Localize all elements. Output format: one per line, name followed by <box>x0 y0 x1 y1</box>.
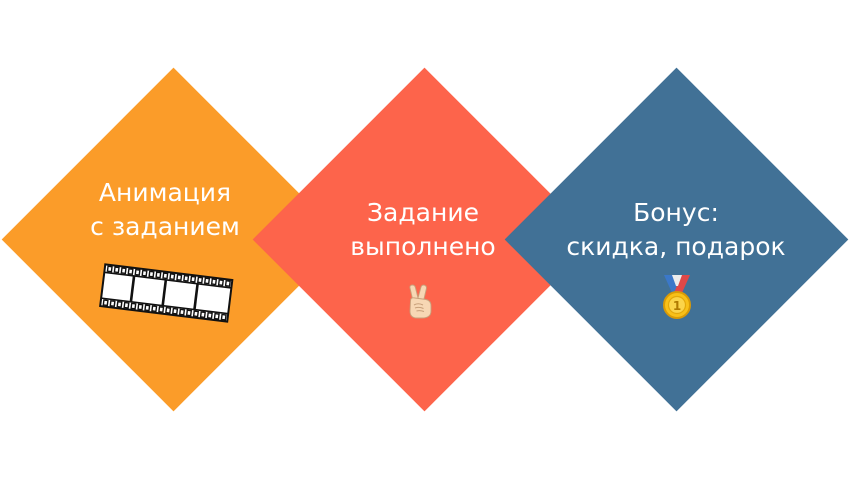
step-2-line-1: Задание <box>367 198 479 227</box>
step-3-line-2: скидка, подарок <box>566 232 786 261</box>
film-strip-icon <box>99 263 234 323</box>
step-2-label: Задание выполнено <box>293 196 553 264</box>
svg-text:1: 1 <box>673 299 681 313</box>
victory-hand-icon <box>409 284 432 319</box>
step-1-line-2: с заданием <box>90 212 240 241</box>
step-3-line-1: Бонус: <box>633 198 719 227</box>
step-1-line-1: Анимация <box>98 178 232 207</box>
medal-icon: 1 <box>663 275 691 319</box>
step-3-label: Бонус: скидка, подарок <box>546 196 806 264</box>
step-1-label: Анимация с заданием <box>35 176 295 244</box>
step-2-line-2: выполнено <box>350 232 496 261</box>
